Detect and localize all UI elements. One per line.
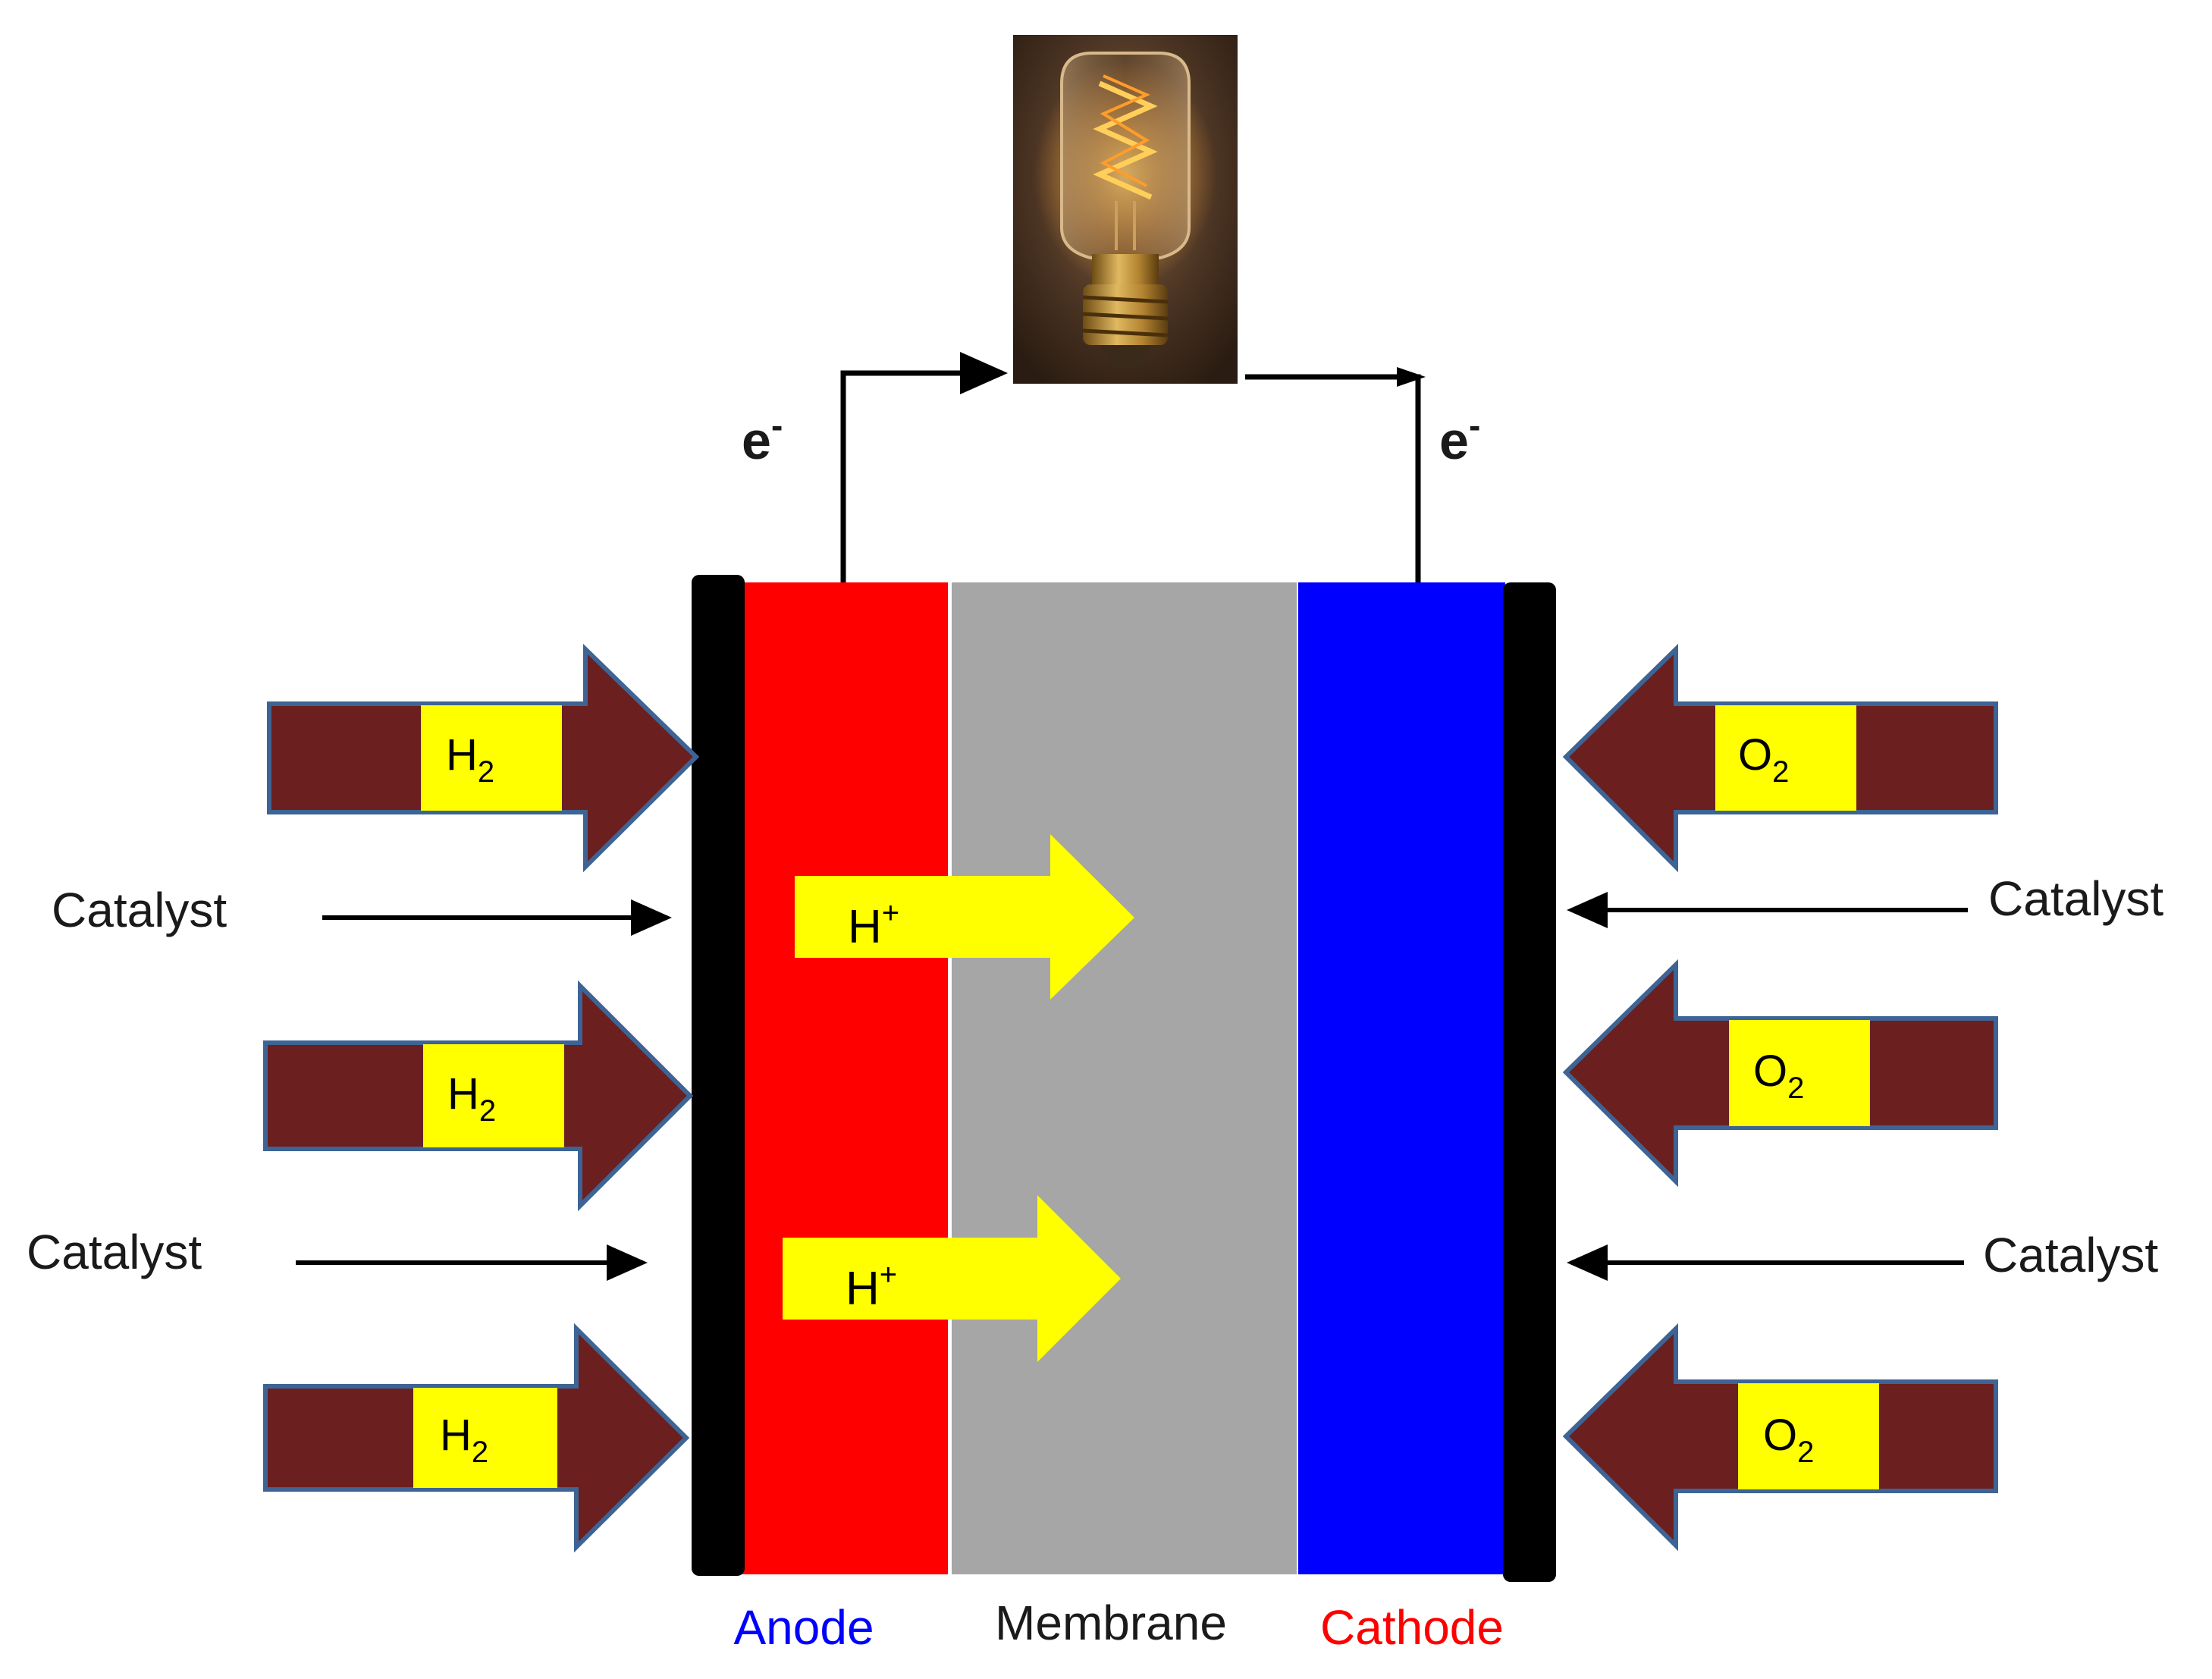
svg-text:H2: H2: [446, 730, 494, 789]
catalyst-label: Catalyst: [27, 1225, 202, 1279]
cathode-layer: [1298, 582, 1505, 1574]
svg-text:H+: H+: [848, 896, 899, 953]
proton-arrow: H+: [783, 1195, 1121, 1362]
hydrogen-input-arrow: H2: [263, 980, 694, 1212]
svg-text:O2: O2: [1753, 1047, 1804, 1105]
cathode-plate: [1503, 582, 1556, 1582]
catalyst-label: Catalyst: [1988, 871, 2163, 926]
cathode-label: Cathode: [1320, 1600, 1504, 1655]
svg-text:O2: O2: [1763, 1411, 1814, 1469]
proton-arrow: H+: [795, 834, 1134, 1000]
electron-label-right: e-: [1439, 406, 1480, 470]
membrane-layer: [952, 582, 1297, 1574]
oxygen-input-arrow: O2: [1562, 643, 1998, 873]
svg-text:O2: O2: [1738, 730, 1789, 789]
anode-label: Anode: [733, 1600, 874, 1655]
catalyst-label: Catalyst: [52, 883, 227, 937]
hydrogen-input-arrow: H2: [263, 1323, 690, 1553]
oxygen-input-arrow: O2: [1562, 1323, 1998, 1552]
svg-text:H2: H2: [447, 1069, 496, 1128]
electron-label-left: e-: [742, 406, 783, 470]
membrane-label: Membrane: [995, 1596, 1227, 1650]
svg-text:H+: H+: [846, 1258, 897, 1315]
electron-wire-cathode: [1245, 374, 1421, 593]
hydrogen-input-arrow: H2: [267, 643, 700, 873]
oxygen-input-arrow: O2: [1562, 959, 1998, 1188]
anode-layer: [742, 582, 948, 1574]
anode-plate: [692, 575, 745, 1576]
svg-text:H2: H2: [440, 1411, 488, 1469]
catalyst-label: Catalyst: [1983, 1228, 2158, 1282]
light-bulb-icon: [1013, 35, 1238, 384]
electron-wire-anode: [840, 352, 1008, 585]
